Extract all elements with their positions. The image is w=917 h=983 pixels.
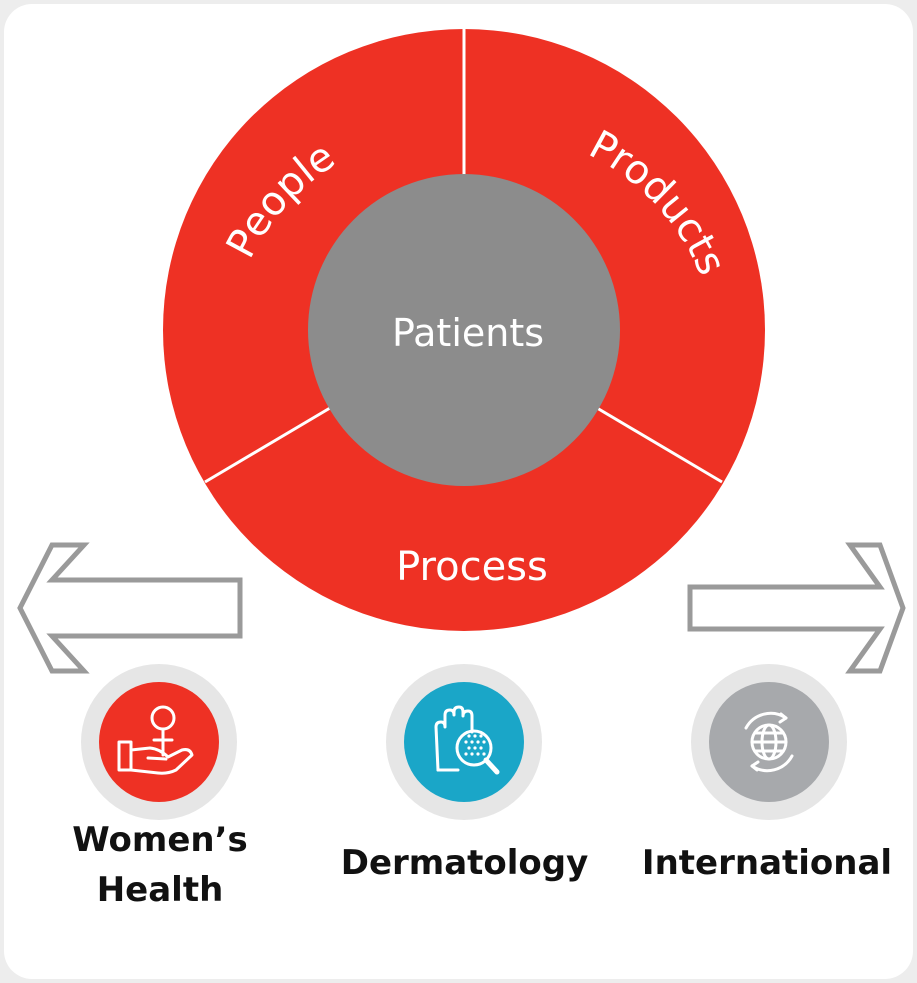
- segment-label-process: Process: [396, 544, 548, 590]
- segment-divider: [596, 406, 723, 484]
- division-label-womens-health: Women’s Health: [72, 820, 248, 910]
- globe-arrows-icon: [744, 711, 794, 773]
- international-badge: [691, 664, 847, 820]
- womens-health-badge: [81, 664, 237, 820]
- division-label-international: International: [641, 843, 893, 883]
- glove-magnifier-icon: [434, 705, 500, 775]
- hand-holding-female-symbol-icon: [117, 705, 194, 775]
- dermatology-badge: [386, 664, 542, 820]
- right-arrow-icon: [687, 542, 906, 674]
- center-label: Patients: [392, 311, 544, 355]
- left-arrow-icon: [17, 542, 243, 674]
- skin-texture-dots: [464, 734, 486, 756]
- division-label-dermatology: Dermatology: [340, 843, 589, 883]
- center-circle: [308, 174, 620, 486]
- segment-divider: [204, 406, 331, 484]
